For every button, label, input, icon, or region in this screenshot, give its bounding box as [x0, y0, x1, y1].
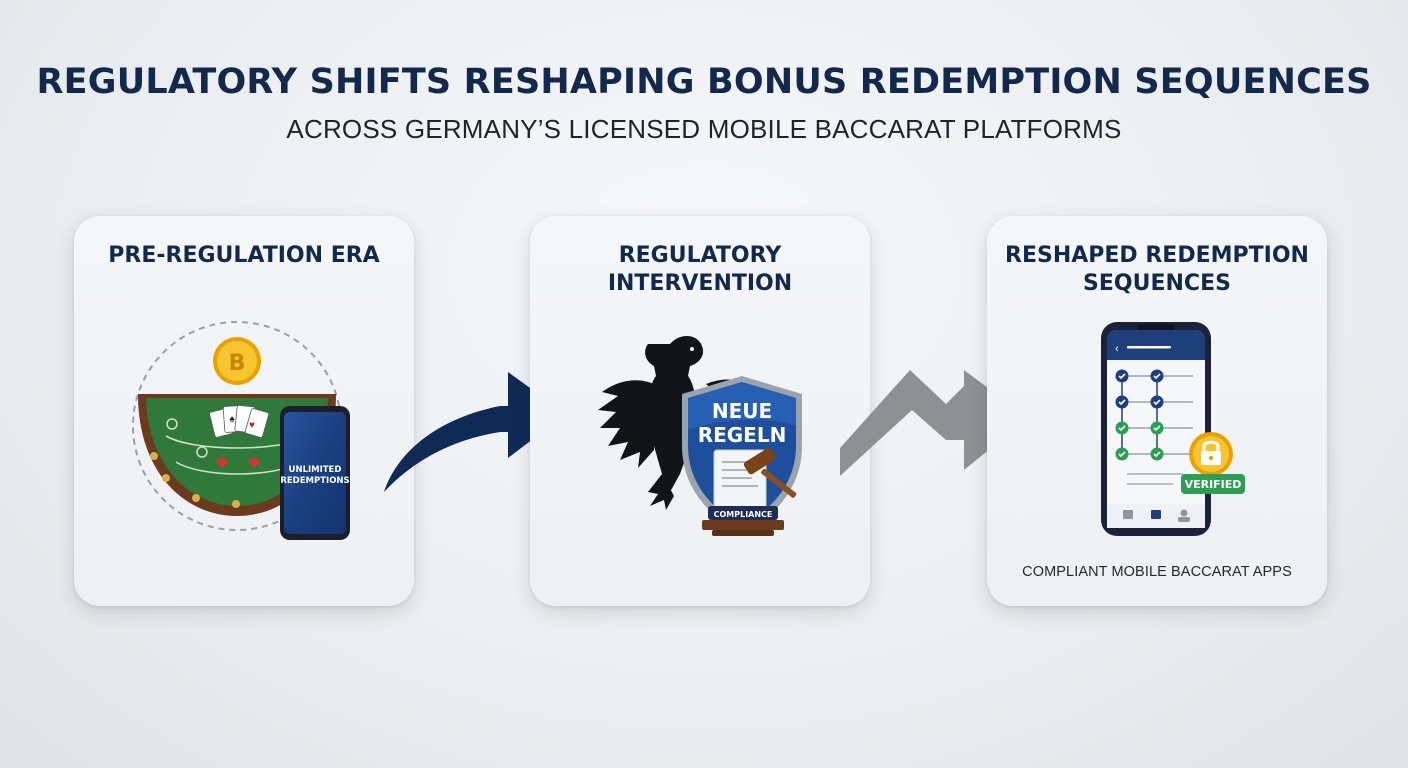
smartphone-icon: UNLIMITED REDEMPTIONS	[280, 406, 350, 540]
stage-heading-intervention: REGULATORY INTERVENTION	[530, 242, 870, 298]
felt-spot	[196, 446, 208, 458]
bottom-nav	[1107, 504, 1205, 528]
regulation-illustration: NEUE REGELN COMPLIANCE	[598, 335, 802, 536]
compliance-base: COMPLIANCE	[702, 506, 784, 536]
svg-text:♥: ♥	[249, 420, 255, 431]
playing-cards-icon: ♥ ♠	[209, 404, 270, 438]
shield-text-line: NEUE	[712, 399, 772, 423]
baccarat-table-illustration: ♥ ♠ B UNLIMITED REDEMPTIONS	[132, 321, 350, 540]
felt-spot	[166, 418, 178, 430]
padlock-icon	[1189, 432, 1233, 476]
page-title: REGULATORY SHIFTS RESHAPING BONUS REDEMP…	[36, 62, 1372, 102]
shield-text-line: REGELN	[698, 423, 787, 447]
chip-spot	[162, 474, 170, 482]
phone-text-line: UNLIMITED	[289, 465, 342, 475]
red-chip	[217, 457, 227, 467]
gavel-icon	[743, 447, 797, 498]
profile-icon	[1180, 509, 1188, 517]
stage-caption: COMPLIANT MOBILE BACCARAT APPS	[1022, 564, 1292, 580]
compliance-label: COMPLIANCE	[714, 510, 773, 519]
red-chip	[249, 457, 259, 467]
home-icon	[1123, 510, 1133, 519]
back-chevron-icon: ‹	[1115, 343, 1119, 355]
svg-text:♠: ♠	[229, 414, 235, 425]
stage-card-intervention: REGULATORY INTERVENTION NEUE REGELN	[530, 216, 870, 606]
page-subtitle: ACROSS GERMANY’S LICENSED MOBILE BACCARA…	[286, 114, 1122, 144]
stage-heading-reshaped: RESHAPED REDEMPTION SEQUENCES	[987, 242, 1327, 298]
phone-text-line: REDEMPTIONS	[280, 476, 349, 486]
stage-heading-line: INTERVENTION	[607, 271, 793, 296]
stage-heading-line: RESHAPED REDEMPTION	[1005, 243, 1309, 268]
verified-badge: VERIFIED	[1181, 474, 1245, 494]
gold-coin-icon: B	[213, 337, 261, 385]
transition-arrow-gray	[840, 370, 1028, 476]
transition-arrow-navy	[384, 372, 566, 492]
stage-heading-line: SEQUENCES	[1083, 271, 1231, 296]
stage-heading-line: REGULATORY	[618, 243, 782, 268]
chip-spot	[232, 500, 240, 508]
lock-tab-icon	[1151, 510, 1161, 519]
coin-letter: B	[229, 351, 246, 376]
compliant-app-illustration: ‹	[1101, 322, 1245, 536]
verified-label: VERIFIED	[1185, 478, 1242, 491]
stage-heading-line: PRE-REGULATION ERA	[108, 243, 380, 268]
chip-spot	[192, 494, 200, 502]
stage-heading-pre-regulation: PRE-REGULATION ERA	[74, 242, 414, 270]
verification-checklist	[1115, 369, 1193, 485]
stage-card-reshaped: RESHAPED REDEMPTION SEQUENCES ‹	[987, 216, 1327, 606]
stage-card-pre-regulation: PRE-REGULATION ERA ♥ ♠	[74, 216, 414, 606]
chip-spot	[150, 452, 158, 460]
